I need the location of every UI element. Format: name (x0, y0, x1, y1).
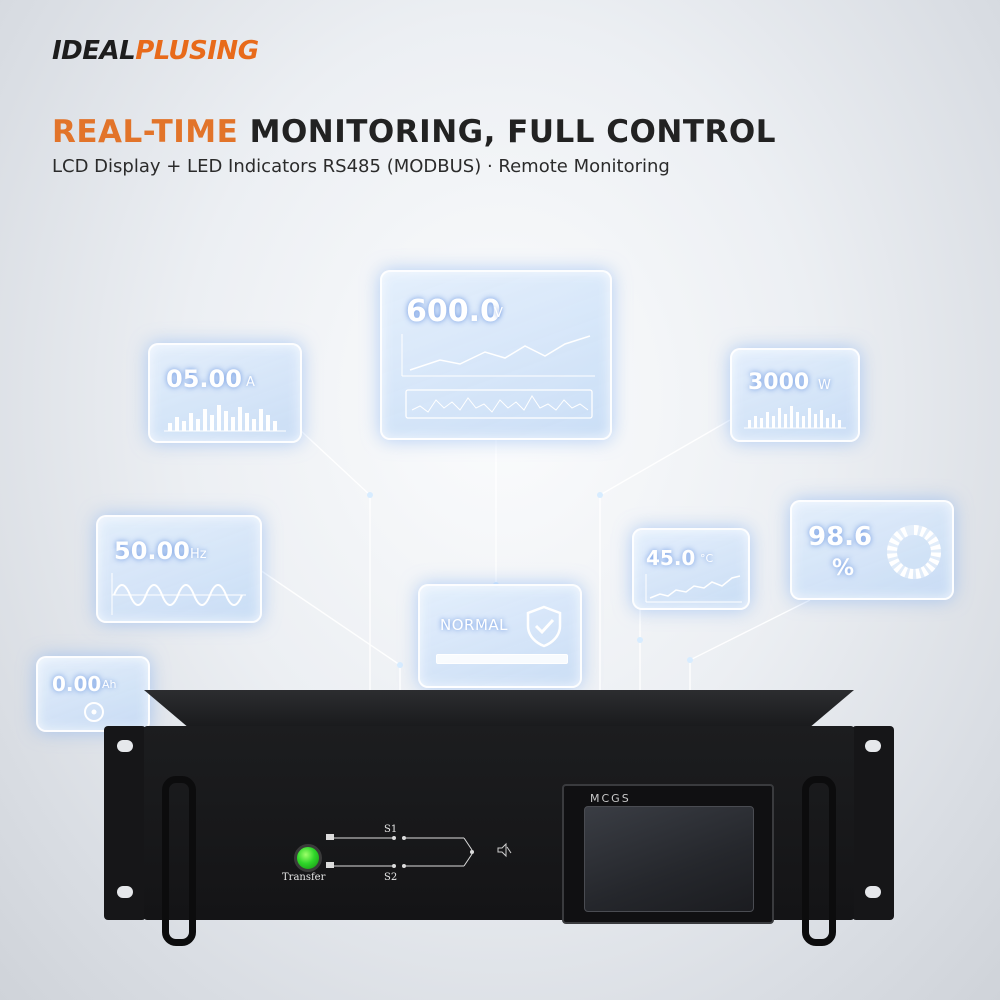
status-label: NORMAL (440, 616, 509, 634)
transfer-label: Transfer (282, 872, 326, 883)
brand-logo: IDEALPLUSING (52, 36, 259, 66)
headline-accent: REAL-TIME (52, 114, 239, 150)
left-rack-ear (104, 726, 146, 920)
status-card: NORMAL (418, 584, 582, 688)
right-handle[interactable] (802, 776, 836, 946)
frequency-unit: Hz (190, 547, 207, 562)
capacity-value: 0.00 (52, 672, 102, 696)
temperature-unit: °C (700, 552, 714, 565)
capacity-unit: Ah (102, 678, 117, 691)
temperature-card: 45.0 °C (632, 528, 750, 610)
transfer-button[interactable] (294, 844, 322, 872)
rack-device: Transfer S1 S2 MCGS (104, 690, 894, 946)
left-handle[interactable] (162, 776, 196, 946)
frequency-card: 50.00 Hz (96, 515, 262, 623)
power-value: 3000 (748, 370, 810, 395)
right-rack-ear (852, 726, 894, 920)
current-card: 05.00 A (148, 343, 302, 443)
current-value: 05.00 (166, 365, 242, 393)
source2-label: S2 (384, 872, 398, 883)
hmi-screen: MCGS (562, 784, 774, 924)
efficiency-value: 98.6 (808, 522, 873, 552)
logo-part-plusing: PLUSING (135, 36, 259, 66)
current-bars-icon (164, 405, 286, 432)
status-bar (436, 654, 568, 664)
target-icon (84, 702, 104, 722)
headline-rest: MONITORING, FULL CONTROL (238, 114, 776, 150)
page-subheadline: LCD Display + LED Indicators RS485 (MODB… (52, 156, 670, 177)
efficiency-ring-chart (887, 525, 941, 579)
capacity-card: 0.00 Ah (36, 656, 150, 732)
temperature-line-icon (645, 574, 742, 603)
lcd-display[interactable] (584, 806, 754, 912)
voltage-card: 600.0 V (380, 270, 612, 440)
shield-check-icon (526, 605, 562, 648)
power-card: 3000 W (730, 348, 860, 442)
rack-top-panel (144, 690, 854, 726)
voltage-line-chart-icon (401, 334, 595, 419)
voltage-unit: V (494, 306, 503, 321)
mute-icon[interactable] (496, 842, 512, 858)
source1-label: S1 (384, 824, 398, 835)
sine-wave-icon (111, 573, 246, 615)
screen-brand: MCGS (590, 792, 631, 805)
efficiency-unit: % (832, 556, 855, 581)
efficiency-card: 98.6 % (790, 500, 954, 600)
efficiency-ring-arc (887, 525, 941, 579)
temperature-value: 45.0 (646, 546, 696, 570)
frequency-value: 50.00 (114, 537, 190, 565)
power-unit: W (818, 378, 831, 393)
rack-front-panel: Transfer S1 S2 MCGS (144, 726, 854, 946)
current-unit: A (246, 375, 255, 390)
power-bars-icon (744, 406, 846, 429)
switch-diagram (326, 834, 474, 868)
voltage-value: 600.0 (406, 294, 501, 329)
page-headline: REAL-TIME MONITORING, FULL CONTROL (52, 114, 776, 150)
logo-part-ideal: IDEAL (52, 36, 136, 66)
